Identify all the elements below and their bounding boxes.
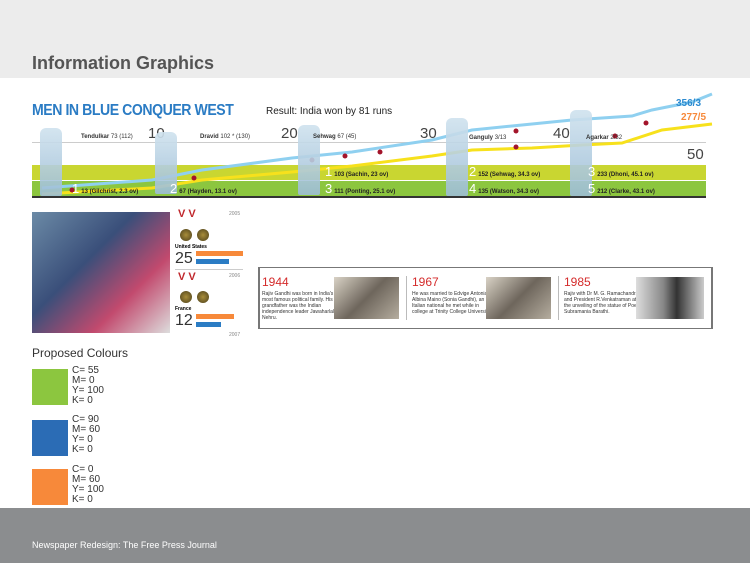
footer-band	[0, 508, 750, 563]
wicket-ball	[377, 149, 383, 155]
india-wickets-band	[32, 165, 706, 180]
swatch-blue	[32, 420, 68, 456]
ribbon-icon: V V	[178, 208, 196, 220]
medal-icon	[197, 291, 209, 303]
country-name: France	[175, 306, 192, 312]
player-image	[298, 125, 320, 195]
orange-bar	[196, 251, 243, 256]
baseline	[32, 196, 706, 198]
footer-text: Newspaper Redesign: The Free Press Journ…	[32, 540, 217, 550]
header-band	[0, 0, 750, 78]
wicket-ball	[342, 153, 348, 159]
year-label: 2007	[229, 332, 241, 338]
swatch-orange	[32, 469, 68, 505]
wicket-ball	[513, 144, 519, 150]
timeline-photo	[334, 277, 399, 319]
timeline-text: Rajiv with Dr M. G. Ramachandran and Pre…	[564, 291, 642, 315]
orange-bar	[196, 314, 234, 319]
medal-count: 25	[175, 250, 193, 267]
medal-count: 12	[175, 312, 193, 329]
over-tick: 20	[281, 125, 298, 142]
medal-icon	[197, 229, 209, 241]
divider	[558, 276, 559, 320]
player-image	[446, 118, 468, 196]
timeline-year: 1967	[412, 275, 439, 289]
ribbon-icon: V V	[178, 271, 196, 283]
medal-icon	[180, 229, 192, 241]
bowler-label: Ganguly 3/13	[469, 135, 507, 141]
timeline-text: Rajiv Gandhi was born in India's most fa…	[262, 291, 334, 321]
divider	[406, 276, 407, 320]
graphic-result: Result: India won by 81 runs	[266, 106, 393, 117]
batsman-label: Sehwag 67 (45)	[313, 134, 357, 140]
timeline-photo	[486, 277, 551, 319]
divider	[175, 269, 243, 270]
blue-bar	[196, 322, 221, 327]
player-image	[570, 110, 592, 196]
over-tick: 50	[687, 146, 704, 163]
timeline-text: He was married to Edvige Antonia Albina …	[412, 291, 491, 315]
over-tick: 40	[553, 125, 570, 142]
medal-icon	[180, 291, 192, 303]
player-image	[40, 128, 62, 196]
wicket-ball	[191, 175, 197, 181]
bowler-label: Agarkar 2/32	[586, 135, 623, 141]
wicket-ball	[69, 187, 75, 193]
batsman-label: Dravid 102 * (130)	[200, 134, 251, 140]
timeline-year: 1985	[564, 275, 591, 289]
india-final-score: 356/3	[676, 98, 702, 109]
timeline-year: 1944	[262, 275, 289, 289]
proposed-colours-heading: Proposed Colours	[32, 346, 129, 360]
blue-bar	[196, 259, 229, 264]
wicket-ball	[643, 120, 649, 126]
page-title: Information Graphics	[32, 53, 215, 73]
cricket-photo	[32, 212, 170, 333]
opp-wickets-band	[32, 181, 706, 196]
over-tick: 30	[420, 125, 437, 142]
country-name: United States	[175, 244, 207, 250]
year-label: 2006	[229, 273, 241, 279]
india-run-line	[41, 92, 713, 190]
batsman-label: Tendulkar 73 (112)	[81, 134, 133, 140]
wicket-ball	[612, 133, 618, 139]
graphic-headline: MEN IN BLUE CONQUER WEST	[32, 102, 234, 119]
grid-line	[32, 142, 706, 143]
swatch-green	[32, 369, 68, 405]
timeline-photo	[636, 277, 704, 319]
west-final-score: 277/5	[681, 112, 707, 123]
player-image	[155, 132, 177, 194]
wicket-ball	[513, 128, 519, 134]
year-label: 2005	[229, 211, 241, 217]
